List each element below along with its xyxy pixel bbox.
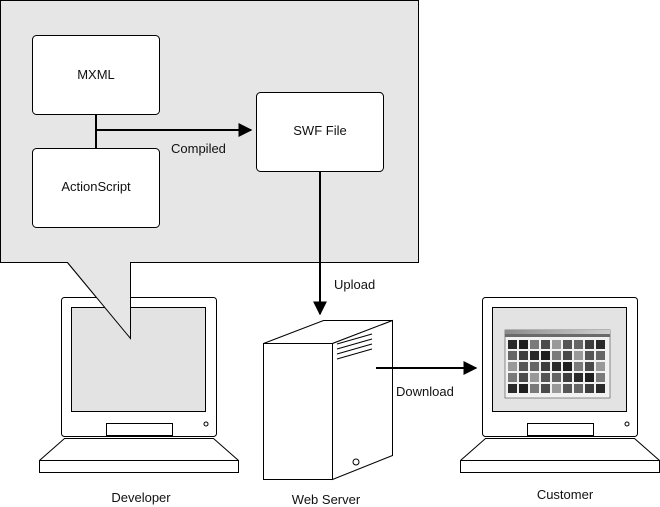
web-server-tower — [263, 319, 393, 481]
photo-thumbnail — [508, 351, 517, 360]
upload-label: Upload — [334, 277, 375, 292]
photo-thumbnail — [574, 340, 583, 349]
web-server-front — [263, 343, 333, 480]
photo-thumbnail — [530, 351, 539, 360]
photo-thumbnail — [541, 384, 550, 393]
actionscript-box: ActionScript — [32, 148, 160, 228]
mxml-box: MXML — [32, 35, 160, 115]
photo-thumbnail — [596, 384, 605, 393]
web-server-power-button — [352, 458, 360, 466]
photo-thumbnail — [508, 373, 517, 382]
customer-power-led — [624, 421, 630, 427]
photo-thumbnail — [585, 340, 594, 349]
developer-drive-slot — [106, 423, 173, 436]
photo-thumbnail — [574, 384, 583, 393]
photo-thumbnail — [563, 340, 572, 349]
customer-computer — [460, 297, 660, 473]
photo-thumbnail — [519, 362, 528, 371]
photo-thumbnail — [574, 351, 583, 360]
developer-power-led — [203, 421, 209, 427]
photo-thumbnail — [574, 362, 583, 371]
photo-thumbnail — [596, 362, 605, 371]
photo-thumbnail — [541, 362, 550, 371]
compiled-label: Compiled — [171, 141, 226, 156]
photo-thumbnail — [585, 351, 594, 360]
photo-thumbnails — [508, 340, 605, 393]
photo-thumbnail — [530, 384, 539, 393]
web-server-side — [332, 319, 393, 481]
swf-file-label: SWF File — [293, 123, 346, 138]
photo-thumbnail — [530, 373, 539, 382]
photo-thumbnail — [552, 384, 561, 393]
photo-thumbnail — [596, 373, 605, 382]
developer-computer — [39, 297, 239, 473]
actionscript-label: ActionScript — [61, 179, 131, 194]
photo-thumbnail — [563, 384, 572, 393]
photo-thumbnail — [585, 373, 594, 382]
photo-thumbnail — [541, 351, 550, 360]
web-server-vents — [336, 333, 373, 360]
photo-thumbnail — [508, 362, 517, 371]
photo-thumbnail — [552, 373, 561, 382]
photo-thumbnail — [596, 340, 605, 349]
photo-thumbnail — [508, 384, 517, 393]
photo-thumbnail — [585, 362, 594, 371]
customer-drive-slot — [527, 423, 594, 436]
developer-label: Developer — [111, 490, 171, 505]
swf-file-box: SWF File — [256, 92, 384, 172]
photo-thumbnail — [519, 340, 528, 349]
web-server-label: Web Server — [292, 492, 361, 507]
photo-thumbnail — [519, 351, 528, 360]
photo-thumbnail — [596, 351, 605, 360]
photo-thumbnail — [508, 340, 517, 349]
photo-thumbnail — [552, 362, 561, 371]
photo-thumbnail — [574, 373, 583, 382]
photo-thumbnail — [530, 340, 539, 349]
photo-thumbnail — [563, 362, 572, 371]
download-label: Download — [396, 384, 454, 399]
photo-thumbnail — [552, 351, 561, 360]
photo-thumbnail — [585, 384, 594, 393]
photo-gallery-screenshot — [504, 329, 611, 399]
photo-thumbnail — [563, 373, 572, 382]
photo-thumbnail — [563, 351, 572, 360]
developer-screen — [71, 307, 206, 412]
photo-thumbnail — [530, 362, 539, 371]
developer-keyboard — [39, 438, 239, 473]
customer-keyboard — [460, 438, 660, 473]
photo-thumbnail — [541, 373, 550, 382]
photo-thumbnail — [552, 340, 561, 349]
customer-label: Customer — [537, 487, 594, 502]
photo-thumbnail — [519, 373, 528, 382]
photo-thumbnail — [519, 384, 528, 393]
photo-thumbnail — [541, 340, 550, 349]
mxml-label: MXML — [77, 67, 115, 82]
